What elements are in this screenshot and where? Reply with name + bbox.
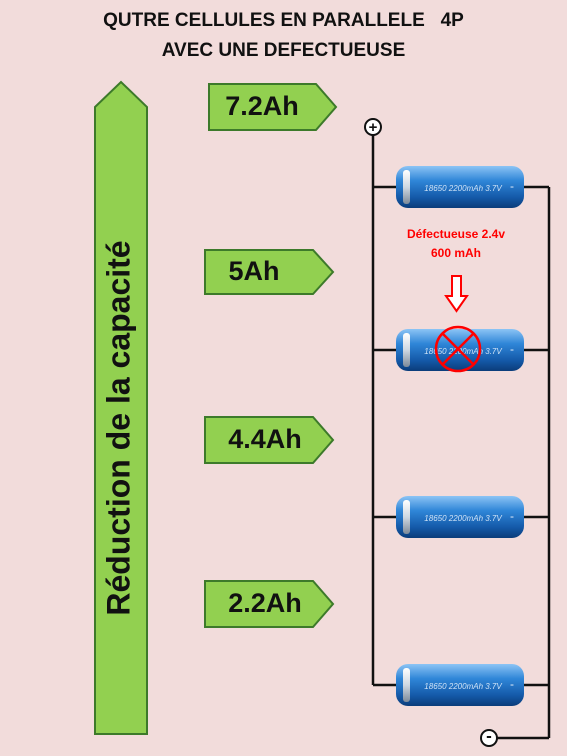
negative-terminal: - bbox=[480, 726, 498, 747]
battery-cell-3: 18650 2200mAh 3.7V - bbox=[396, 496, 524, 538]
battery-cell-2-text: 18650 2200mAh 3.7V bbox=[424, 347, 502, 356]
battery-cell-3-text: 18650 2200mAh 3.7V bbox=[424, 514, 502, 523]
capacity-tag-3-label: 4.4Ah bbox=[228, 424, 302, 454]
battery-cell-2-minus: - bbox=[510, 342, 514, 356]
capacity-tag-1-label: 7.2Ah bbox=[225, 91, 299, 121]
defect-label-line-1: Défectueuse 2.4v bbox=[407, 227, 505, 241]
battery-cell-2-defective: 18650 2200mAh 3.7V - bbox=[396, 325, 524, 373]
capacity-reduction-label: Réduction de la capacité bbox=[100, 240, 136, 615]
capacity-tag-1: 7.2Ah bbox=[208, 83, 338, 131]
capacity-tag-4-label: 2.2Ah bbox=[228, 588, 302, 618]
battery-cell-1: 18650 2200mAh 3.7V - bbox=[396, 166, 524, 208]
positive-terminal-symbol: + bbox=[369, 119, 378, 136]
capacity-tag-2-label: 5Ah bbox=[228, 256, 279, 286]
capacity-tag-2: 5Ah bbox=[204, 249, 335, 295]
negative-terminal-symbol: - bbox=[486, 726, 492, 745]
positive-terminal: + bbox=[364, 118, 382, 136]
battery-cell-4-minus: - bbox=[510, 677, 514, 691]
capacity-tag-3: 4.4Ah bbox=[204, 416, 335, 464]
battery-cell-4: 18650 2200mAh 3.7V - bbox=[396, 664, 524, 706]
capacity-tag-4: 2.2Ah bbox=[204, 580, 335, 628]
circuit-wires bbox=[371, 134, 551, 740]
battery-cell-1-text: 18650 2200mAh 3.7V bbox=[424, 184, 502, 193]
title-line-2: AVEC UNE DEFECTUEUSE bbox=[161, 40, 406, 61]
defect-label-line-2: 600 mAh bbox=[431, 246, 481, 260]
capacity-reduction-arrow bbox=[94, 80, 148, 735]
cross-circle-icon bbox=[434, 325, 482, 373]
battery-cell-3-minus: - bbox=[510, 509, 514, 523]
down-arrow-icon bbox=[444, 275, 469, 313]
battery-cell-4-text: 18650 2200mAh 3.7V bbox=[424, 682, 502, 691]
title-line-1: QUTRE CELLULES EN PARALLELE 4P bbox=[103, 10, 464, 31]
battery-cell-1-minus: - bbox=[510, 179, 514, 193]
